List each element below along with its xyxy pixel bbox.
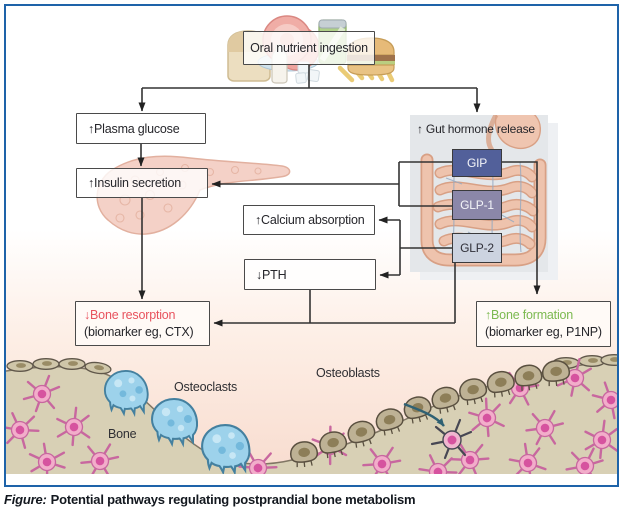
- bone-resorption-title: ↓Bone resorption: [84, 307, 176, 322]
- node-oral-ingestion: Oral nutrient ingestion: [243, 31, 375, 65]
- caption-text: Potential pathways regulating postprandi…: [50, 492, 416, 507]
- node-insulin-secretion: ↑Insulin secretion: [76, 168, 208, 198]
- bone-formation-title: ↑Bone formation: [485, 308, 574, 323]
- caption-label: Figure:: [4, 492, 47, 507]
- node-bone-formation: ↑Bone formation (biomarker eg, P1NP): [476, 301, 611, 347]
- osteoclasts-label: Osteoclasts: [174, 380, 238, 394]
- bone-resorption-biomarker: (biomarker eg, CTX): [84, 324, 194, 339]
- hormone-gip: GIP: [452, 149, 502, 177]
- hormone-glp1: GLP-1: [452, 190, 502, 220]
- node-plasma-glucose: ↑Plasma glucose: [76, 113, 206, 144]
- bone-label: Bone: [108, 427, 137, 441]
- node-pth: ↓PTH: [244, 259, 376, 290]
- bone-illustration: [6, 354, 617, 474]
- bone-formation-biomarker: (biomarker eg, P1NP): [485, 325, 602, 339]
- gut-hormone-release-label: ↑ Gut hormone release: [417, 122, 535, 136]
- connector-arrows: [137, 65, 541, 327]
- figure-caption: Figure:Potential pathways regulating pos…: [4, 492, 416, 507]
- osteoblasts-label: Osteoblasts: [316, 366, 380, 380]
- osteoblast-to-osteocyte-arrow: [403, 402, 445, 427]
- node-bone-resorption: ↓Bone resorption (biomarker eg, CTX): [75, 301, 210, 346]
- node-calcium-absorption: ↑Calcium absorption: [243, 205, 375, 235]
- hormone-glp2: GLP-2: [452, 233, 502, 263]
